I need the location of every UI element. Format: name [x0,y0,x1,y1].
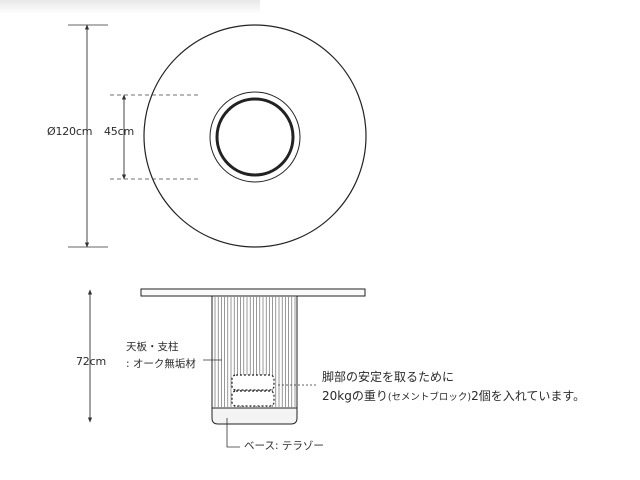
diameter-label: Ø120cm [47,125,93,138]
tabletop-outline [143,24,367,248]
height-label: 72cm [76,355,106,368]
weight-block-top [231,374,275,391]
weight-note-a: 20kgの重り [322,389,388,403]
base-leader [226,418,240,448]
top-shadow [0,0,260,14]
side-tabletop [140,288,366,297]
weight-note-line1: 脚部の安定を取るために [322,370,455,384]
weight-note-line2: 20kgの重り(セメントブロック)2個を入れています。 [322,390,585,403]
base-inner-ring [215,97,295,177]
side-base [211,407,298,425]
base-material-label: ベース: テラゾー [244,440,324,452]
weight-note-small: (セメントブロック) [387,392,472,403]
material-line2: : オーク無垢材 [126,358,196,370]
weight-note-b: 2個を入れています。 [471,389,586,403]
material-line1: 天板・支柱 [126,341,179,353]
weight-block-bottom [231,390,275,407]
base-diameter-label: 45cm [104,125,134,138]
base-outer-ring [209,91,301,183]
